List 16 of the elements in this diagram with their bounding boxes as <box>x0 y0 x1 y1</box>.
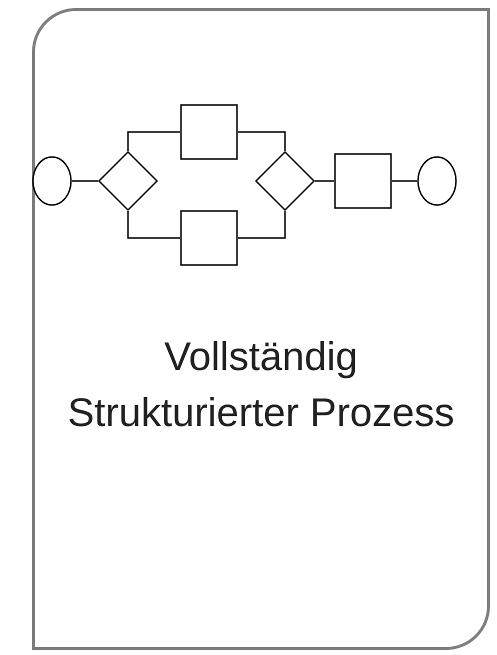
decision-diamond <box>98 151 158 211</box>
process-box <box>180 210 238 266</box>
connector-line <box>238 211 286 239</box>
connector-line <box>315 180 334 182</box>
connector-line <box>127 131 180 151</box>
process-card <box>32 8 490 650</box>
process-box <box>180 104 238 160</box>
process-box <box>334 153 392 209</box>
connector-line <box>127 211 180 239</box>
connector-line <box>392 180 417 182</box>
card-title: Vollständig Strukturierter Prozess <box>66 334 456 437</box>
ellipse-shape <box>32 156 72 206</box>
ellipse-shape <box>417 156 457 206</box>
connector-line <box>72 180 98 182</box>
decision-diamond <box>255 151 315 211</box>
connector-line <box>238 131 286 151</box>
